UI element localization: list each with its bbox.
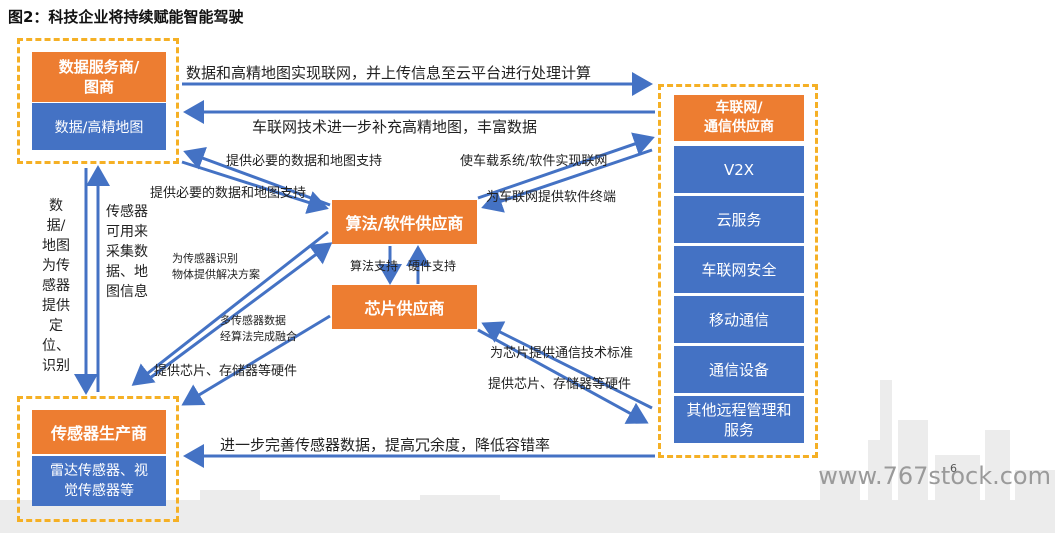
arrow-tele-to-chip bbox=[481, 321, 653, 410]
arrow-sensor-to-algo bbox=[149, 242, 333, 380]
label-algo-to-sensor-2: 物体提供解决方案 bbox=[172, 268, 260, 281]
arrow-algo-to-tele bbox=[477, 132, 655, 200]
sensor-title: 传感器生产商 bbox=[32, 410, 166, 454]
arrow-chip-to-tele bbox=[477, 328, 649, 424]
arrow-algo-to-sensor bbox=[131, 230, 329, 386]
label-chip-to-tele: 提供芯片、存储器等硬件 bbox=[488, 377, 632, 392]
label-sensor-to-algo-1: 多传感器数据 bbox=[220, 314, 286, 327]
telematics-item-v2x: V2X bbox=[674, 146, 804, 193]
telematics-item-cloud: 云服务 bbox=[674, 196, 804, 243]
chip-node: 芯片供应商 bbox=[332, 285, 477, 329]
label-bottom: 进一步完善传感器数据，提高冗余度，降低容错率 bbox=[220, 436, 551, 454]
arrow-chip-to-sensor bbox=[181, 314, 331, 406]
algorithm-node: 算法/软件供应商 bbox=[332, 200, 477, 244]
label-top-right: 数据和高精地图实现联网，并上传信息至云平台进行处理计算 bbox=[186, 64, 592, 82]
data-provider-sub: 数据/高精地图 bbox=[32, 103, 166, 150]
telematics-item-mobile: 移动通信 bbox=[674, 296, 804, 343]
page-number: 6 bbox=[950, 462, 957, 475]
label-tele-to-algo: 为车联网提供软件终端 bbox=[486, 190, 617, 205]
figure-title: 图2：科技企业将持续赋能智能驾驶 bbox=[8, 8, 244, 26]
label-left-up: 传感器可用来采集数据、地图信息 bbox=[106, 204, 148, 300]
data-provider-title: 数据服务商/ 图商 bbox=[32, 52, 166, 102]
label-algo-support: 算法支持 bbox=[350, 259, 399, 273]
data-provider-group bbox=[17, 38, 179, 164]
telematics-item-other: 其他远程管理和 服务 bbox=[674, 396, 804, 443]
label-algo-to-sensor-1: 为传感器识别 bbox=[172, 252, 238, 265]
label-sensor-to-algo-2: 经算法完成融合 bbox=[220, 330, 297, 343]
label-data-to-algo-1: 提供必要的数据和地图支持 bbox=[226, 154, 383, 169]
label-left-down: 数据/地图为传感器提供定位、识别 bbox=[42, 198, 70, 374]
arrow-data-to-algo bbox=[181, 160, 329, 214]
telematics-item-security: 车联网安全 bbox=[674, 246, 804, 293]
label-data-to-algo-2: 提供必要的数据和地图支持 bbox=[150, 186, 307, 201]
telematics-item-equipment: 通信设备 bbox=[674, 346, 804, 393]
telematics-group bbox=[658, 84, 818, 458]
sensor-sub: 雷达传感器、视 觉传感器等 bbox=[32, 456, 166, 506]
label-chip-to-sensor: 提供芯片、存储器等硬件 bbox=[154, 364, 298, 379]
arrow-tele-to-algo bbox=[481, 148, 653, 213]
label-algo-to-tele: 使车载系统/软件实现联网 bbox=[460, 154, 608, 169]
telematics-title: 车联网/ 通信供应商 bbox=[674, 95, 804, 141]
label-tele-to-chip: 为芯片提供通信技术标准 bbox=[490, 346, 634, 361]
sensor-group bbox=[17, 396, 179, 522]
label-top-left: 车联网技术进一步补充高精地图，丰富数据 bbox=[252, 118, 538, 136]
watermark: www.767stock.com bbox=[818, 462, 1051, 490]
label-hw-support: 硬件支持 bbox=[408, 259, 457, 273]
